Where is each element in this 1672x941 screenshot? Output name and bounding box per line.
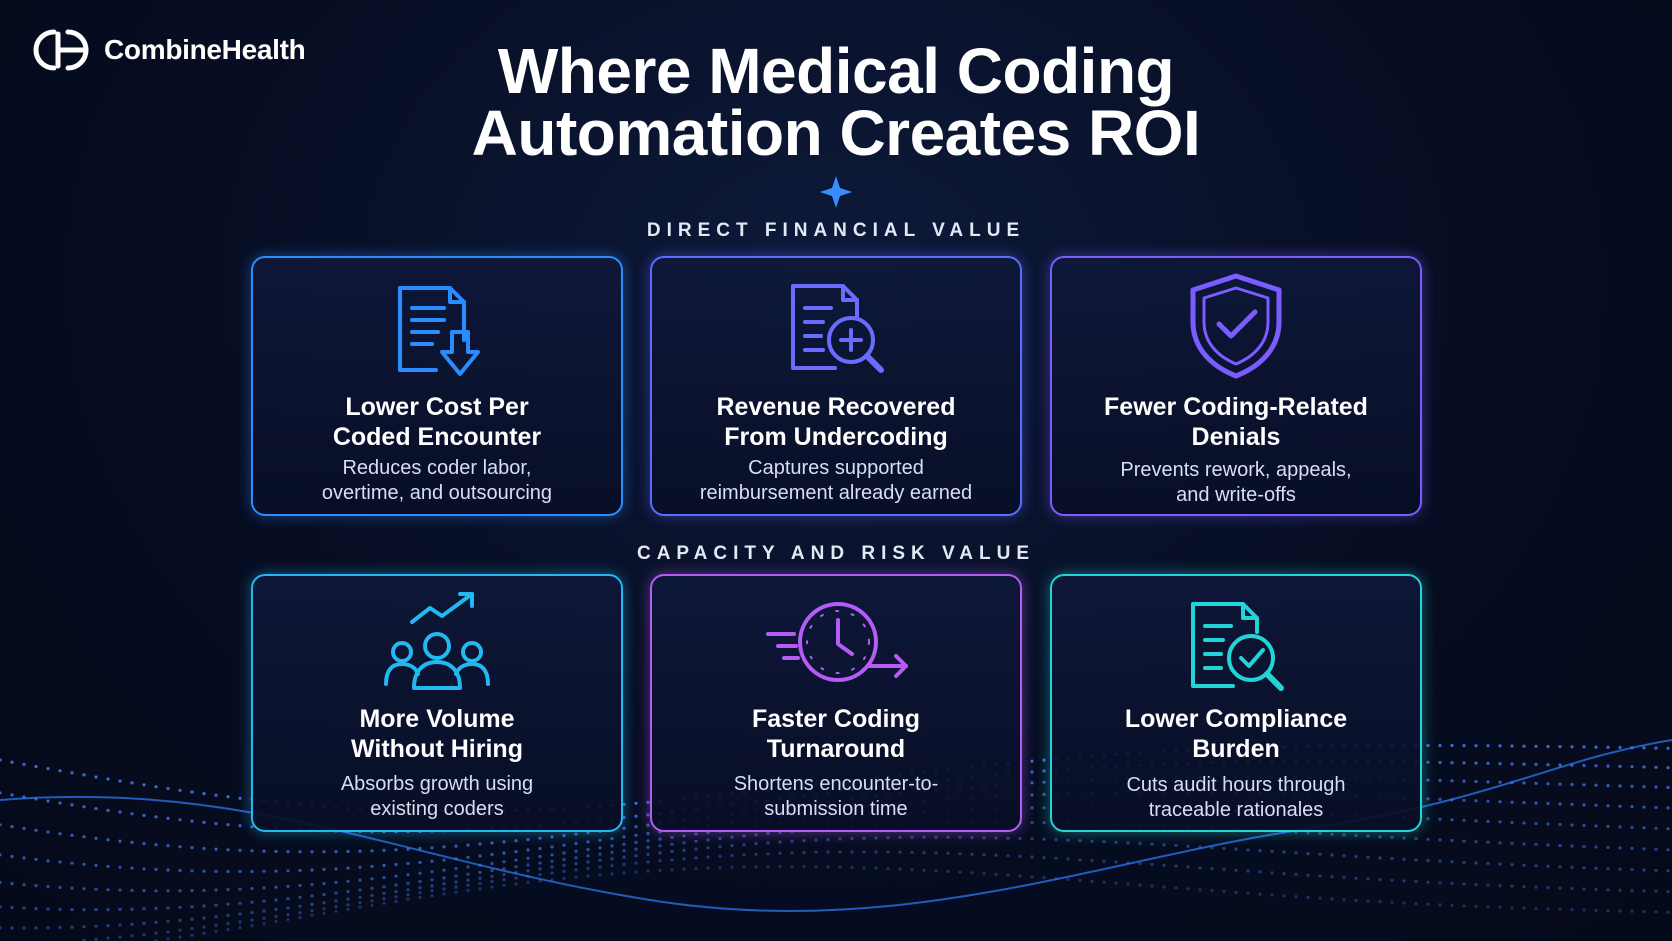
- card-description: Absorbs growth using existing coders: [263, 772, 611, 822]
- page-title-line1: Where Medical Coding: [497, 35, 1175, 107]
- page-title: Where Medical Coding Automation Creates …: [0, 35, 1672, 169]
- card-description: Cuts audit hours through traceable ratio…: [1062, 773, 1410, 823]
- document-download-icon: [398, 286, 480, 376]
- card-revenue-recovered: Revenue Recovered From Undercoding Captu…: [650, 256, 1022, 516]
- document-search-check-icon: [1191, 602, 1284, 691]
- card-faster-turnaround: Faster Coding Turnaround Shortens encoun…: [650, 574, 1022, 832]
- page-title-line2: Automation Creates ROI: [471, 97, 1201, 169]
- title-divider: [300, 176, 1372, 208]
- card-desc-line2: overtime, and outsourcing: [321, 482, 553, 504]
- card-title-line1: Faster Coding: [751, 705, 921, 733]
- card-title-line1: Lower Cost Per: [345, 393, 529, 421]
- card-title-line1: Revenue Recovered: [716, 393, 956, 421]
- card-title: Fewer Coding-Related Denials: [1062, 392, 1410, 452]
- card-title: Revenue Recovered From Undercoding: [662, 392, 1010, 452]
- shield-check-icon: [1190, 273, 1282, 379]
- document-search-plus-icon: [791, 284, 884, 373]
- card-title-line2: Turnaround: [766, 735, 906, 763]
- card-desc-line2: submission time: [764, 798, 908, 820]
- card-description: Prevents rework, appeals, and write-offs: [1062, 458, 1410, 508]
- card-title-line2: From Undercoding: [724, 423, 948, 451]
- card-lower-cost: Lower Cost Per Coded Encounter Reduces c…: [251, 256, 623, 516]
- card-description: Captures supported reimbursement already…: [662, 456, 1010, 506]
- card-title-line2: Denials: [1191, 423, 1281, 451]
- card-more-volume: More Volume Without Hiring Absorbs growt…: [251, 574, 623, 832]
- card-title-line1: More Volume: [359, 705, 515, 733]
- card-fewer-denials: Fewer Coding-Related Denials Prevents re…: [1050, 256, 1422, 516]
- section-label-capacity: CAPACITY AND RISK VALUE: [636, 543, 1036, 564]
- card-desc-line2: reimbursement already earned: [699, 482, 973, 504]
- card-title: Lower Compliance Burden: [1062, 704, 1410, 764]
- card-description: Shortens encounter-to- submission time: [662, 772, 1010, 822]
- card-desc-line1: Absorbs growth using: [340, 773, 534, 795]
- card-desc-line2: traceable rationales: [1148, 799, 1324, 821]
- card-desc-line1: Shortens encounter-to-: [733, 773, 939, 795]
- card-desc-line1: Cuts audit hours through: [1126, 774, 1346, 796]
- brand-logo: CombineHealth: [28, 26, 306, 74]
- card-title-line2: Coded Encounter: [332, 423, 542, 451]
- card-desc-line1: Reduces coder labor,: [342, 457, 532, 479]
- card-title-line1: Fewer Coding-Related: [1104, 393, 1368, 421]
- ch-monogram-icon: [33, 29, 89, 71]
- card-title: More Volume Without Hiring: [263, 704, 611, 764]
- fast-clock-icon: [766, 602, 908, 682]
- card-desc-line1: Captures supported: [748, 457, 924, 479]
- card-desc-line2: existing coders: [370, 798, 504, 820]
- card-desc-line1: Prevents rework, appeals,: [1120, 459, 1352, 481]
- card-description: Reduces coder labor, overtime, and outso…: [263, 456, 611, 506]
- section-label-direct: DIRECT FINANCIAL VALUE: [646, 220, 1026, 241]
- card-title-line2: Burden: [1192, 735, 1280, 763]
- card-desc-line2: and write-offs: [1176, 484, 1296, 506]
- card-lower-compliance: Lower Compliance Burden Cuts audit hours…: [1050, 574, 1422, 832]
- sparkle-icon: [820, 176, 852, 208]
- card-title: Lower Cost Per Coded Encounter: [263, 392, 611, 452]
- card-title: Faster Coding Turnaround: [662, 704, 1010, 764]
- card-title-line2: Without Hiring: [351, 735, 523, 763]
- card-title-line1: Lower Compliance: [1124, 705, 1348, 733]
- team-growth-icon: [384, 592, 490, 690]
- brand-name: CombineHealth: [104, 34, 306, 65]
